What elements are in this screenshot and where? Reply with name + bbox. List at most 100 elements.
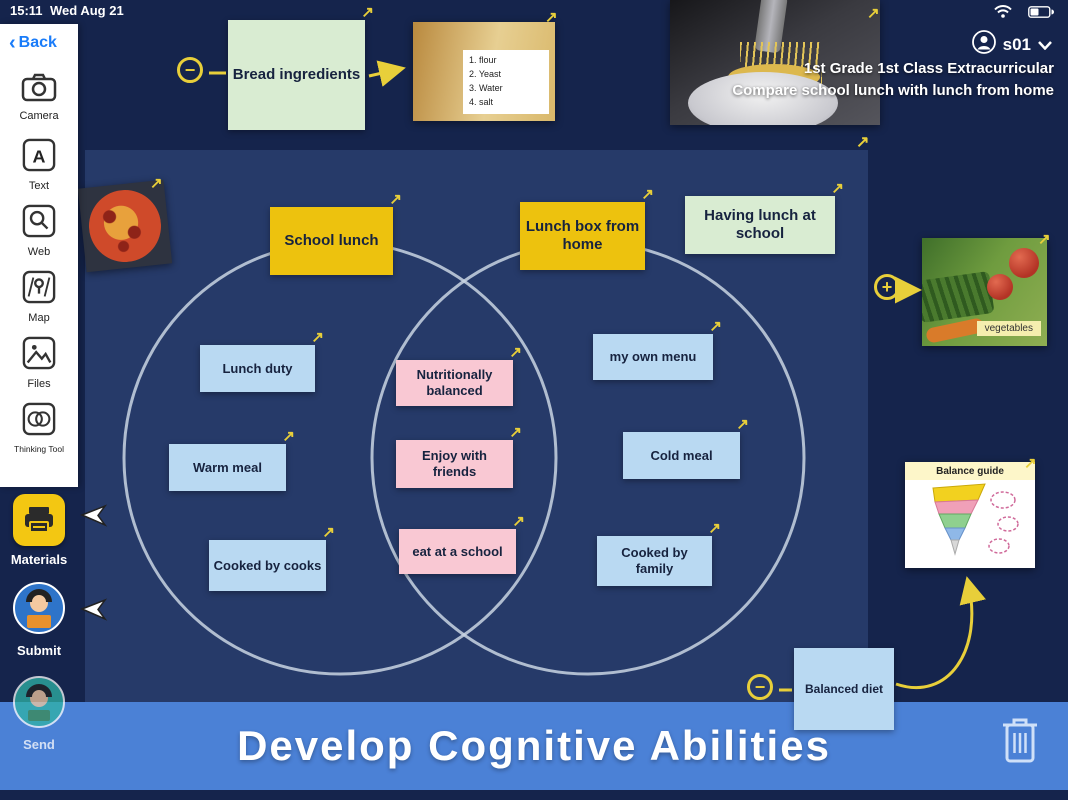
card-cooked-by-cooks[interactable]: Cooked by cooks ↗ (209, 524, 335, 591)
tool-label: Map (28, 312, 50, 324)
materials-printer-icon (13, 494, 65, 546)
card-label: Enjoy with friends (422, 448, 487, 479)
card-label: Warm meal (193, 459, 262, 475)
sidebar-item-camera[interactable]: Camera (0, 72, 78, 122)
tool-label: Files (27, 378, 51, 390)
tool-sidebar: ‹ Back Camera A Text Web Map (0, 24, 78, 487)
user-avatar-icon (971, 30, 996, 59)
wifi-icon (994, 5, 1012, 21)
vegetables-image[interactable]: vegetables (922, 238, 1047, 346)
back-button[interactable]: ‹ Back (9, 33, 57, 53)
card-cold-meal[interactable]: Cold meal ↗ (623, 416, 749, 479)
greens-shape (922, 271, 995, 323)
tomato-shape (1009, 248, 1039, 278)
tool-label: Camera (19, 110, 59, 122)
web-search-icon (22, 204, 56, 243)
balance-guide-image[interactable]: Balance guide (905, 462, 1035, 568)
ingredient-item: 2. Yeast (469, 68, 502, 79)
card-enjoy-with-friends[interactable]: Enjoy with friends ↗ (396, 424, 522, 488)
expand-button[interactable]: + (874, 274, 900, 300)
card-my-own-menu[interactable]: my own menu ↗ (593, 318, 722, 380)
trash-icon[interactable] (1000, 714, 1040, 771)
tool-label: Thinking Tool (14, 444, 64, 454)
card-having-lunch-at-school[interactable]: Having lunch at school ↗ (685, 180, 844, 254)
spaghetti-image[interactable] (670, 0, 880, 125)
card-label: my own menu (609, 349, 697, 365)
link-arrow-icon[interactable]: ↗ (311, 329, 324, 346)
link-arrow-icon[interactable]: ↗ (736, 416, 749, 433)
card-label: Lunch box from home (525, 218, 640, 253)
card-label: Balanced diet (804, 681, 884, 696)
send-button[interactable]: Send (0, 676, 78, 752)
user-name: s01 (1002, 34, 1031, 54)
sidebar-item-web[interactable]: Web (0, 204, 78, 258)
card-eat-at-a-school[interactable]: eat at a school ↗ (399, 513, 525, 574)
card-label: School lunch (284, 232, 379, 249)
collapse-button[interactable]: − (177, 57, 203, 83)
pizza-image[interactable] (77, 179, 173, 273)
ingredient-item: 3. Water (469, 82, 503, 93)
link-arrow-icon[interactable]: ↗ (389, 191, 402, 208)
thinking-tool-icon (22, 402, 56, 441)
submit-avatar-icon (13, 582, 65, 637)
send-label: Send (23, 737, 55, 752)
link-arrow-icon[interactable]: ↗ (831, 180, 844, 197)
chevron-down-icon (1038, 35, 1052, 55)
card-cooked-by-family[interactable]: Cooked by family ↗ (597, 520, 721, 586)
card-warm-meal[interactable]: Warm meal ↗ (169, 428, 295, 491)
card-bread-ingredients[interactable]: Bread ingredients ↗ (228, 4, 374, 130)
minus-icon: − (184, 60, 196, 80)
banner-title: Develop Cognitive Abilities (237, 722, 831, 769)
status-bar: 15:11 Wed Aug 21 (0, 0, 1068, 24)
link-arrow-icon[interactable]: ↗ (641, 186, 654, 203)
collapse-button[interactable]: − (747, 674, 773, 700)
battery-icon (1028, 6, 1054, 21)
link-arrow-icon[interactable]: ↗ (708, 520, 721, 537)
card-nutritionally-balanced[interactable]: Nutritionally balanced ↗ (396, 344, 522, 406)
link-arrow-icon[interactable]: ↗ (867, 5, 880, 22)
link-arrow-icon[interactable]: ↗ (322, 524, 335, 541)
cursor-pointer (80, 504, 108, 533)
pizza-shape (85, 186, 165, 266)
link-arrow-icon[interactable]: ↗ (545, 9, 558, 26)
card-lunch-duty[interactable]: Lunch duty ↗ (200, 329, 324, 392)
link-arrow-icon[interactable]: ↗ (1024, 455, 1037, 472)
wheat-ingredients-image[interactable]: 1. flour 2. Yeast 3. Water 4. salt (413, 22, 555, 121)
card-lunch-box-from-home[interactable]: Lunch box from home ↗ (520, 186, 654, 270)
link-arrow-icon[interactable]: ↗ (709, 318, 722, 335)
submit-label: Submit (16, 643, 62, 658)
card-school-lunch[interactable]: School lunch ↗ (270, 191, 402, 275)
camera-icon (21, 72, 57, 107)
link-arrow-icon[interactable]: ↗ (150, 175, 163, 192)
card-label: Cold meal (650, 447, 713, 463)
link-arrow-icon[interactable]: ↗ (512, 513, 525, 530)
card-balanced-diet[interactable]: Balanced diet (794, 648, 894, 730)
plus-icon: + (881, 277, 893, 297)
bottom-banner: Develop Cognitive Abilities (0, 702, 1068, 790)
sidebar-item-map[interactable]: Map (0, 270, 78, 324)
sidebar-item-thinking-tool[interactable]: Thinking Tool (0, 402, 78, 454)
ingredient-item: 4. salt (469, 96, 494, 107)
link-arrow-icon[interactable]: ↗ (1038, 231, 1051, 248)
submit-button[interactable]: Submit (0, 582, 78, 658)
materials-button[interactable]: Materials (0, 494, 78, 567)
sidebar-item-files[interactable]: Files (0, 336, 78, 390)
tool-label: Web (27, 246, 51, 258)
canvas-link-arrow-icon[interactable]: ↗ (856, 134, 870, 151)
materials-label: Materials (10, 552, 68, 567)
lesson-topic-line: Compare school lunch with lunch from hom… (732, 81, 1054, 99)
colander-shape (688, 72, 838, 125)
link-arrow-icon[interactable]: ↗ (509, 344, 522, 361)
card-label: Cooked by family (621, 545, 688, 576)
minus-icon: − (754, 677, 766, 697)
sidebar-item-text[interactable]: A Text (0, 138, 78, 192)
card-label: Cooked by cooks (213, 557, 322, 573)
link-arrow-icon[interactable]: ↗ (282, 428, 295, 445)
card-label: Having lunch at school (704, 207, 816, 242)
send-avatar-icon (13, 676, 65, 731)
link-arrow-icon[interactable]: ↗ (509, 424, 522, 441)
cursor-pointer (80, 598, 108, 627)
link-arrow-icon[interactable]: ↗ (361, 4, 374, 21)
user-menu[interactable]: s01 (971, 30, 1052, 59)
